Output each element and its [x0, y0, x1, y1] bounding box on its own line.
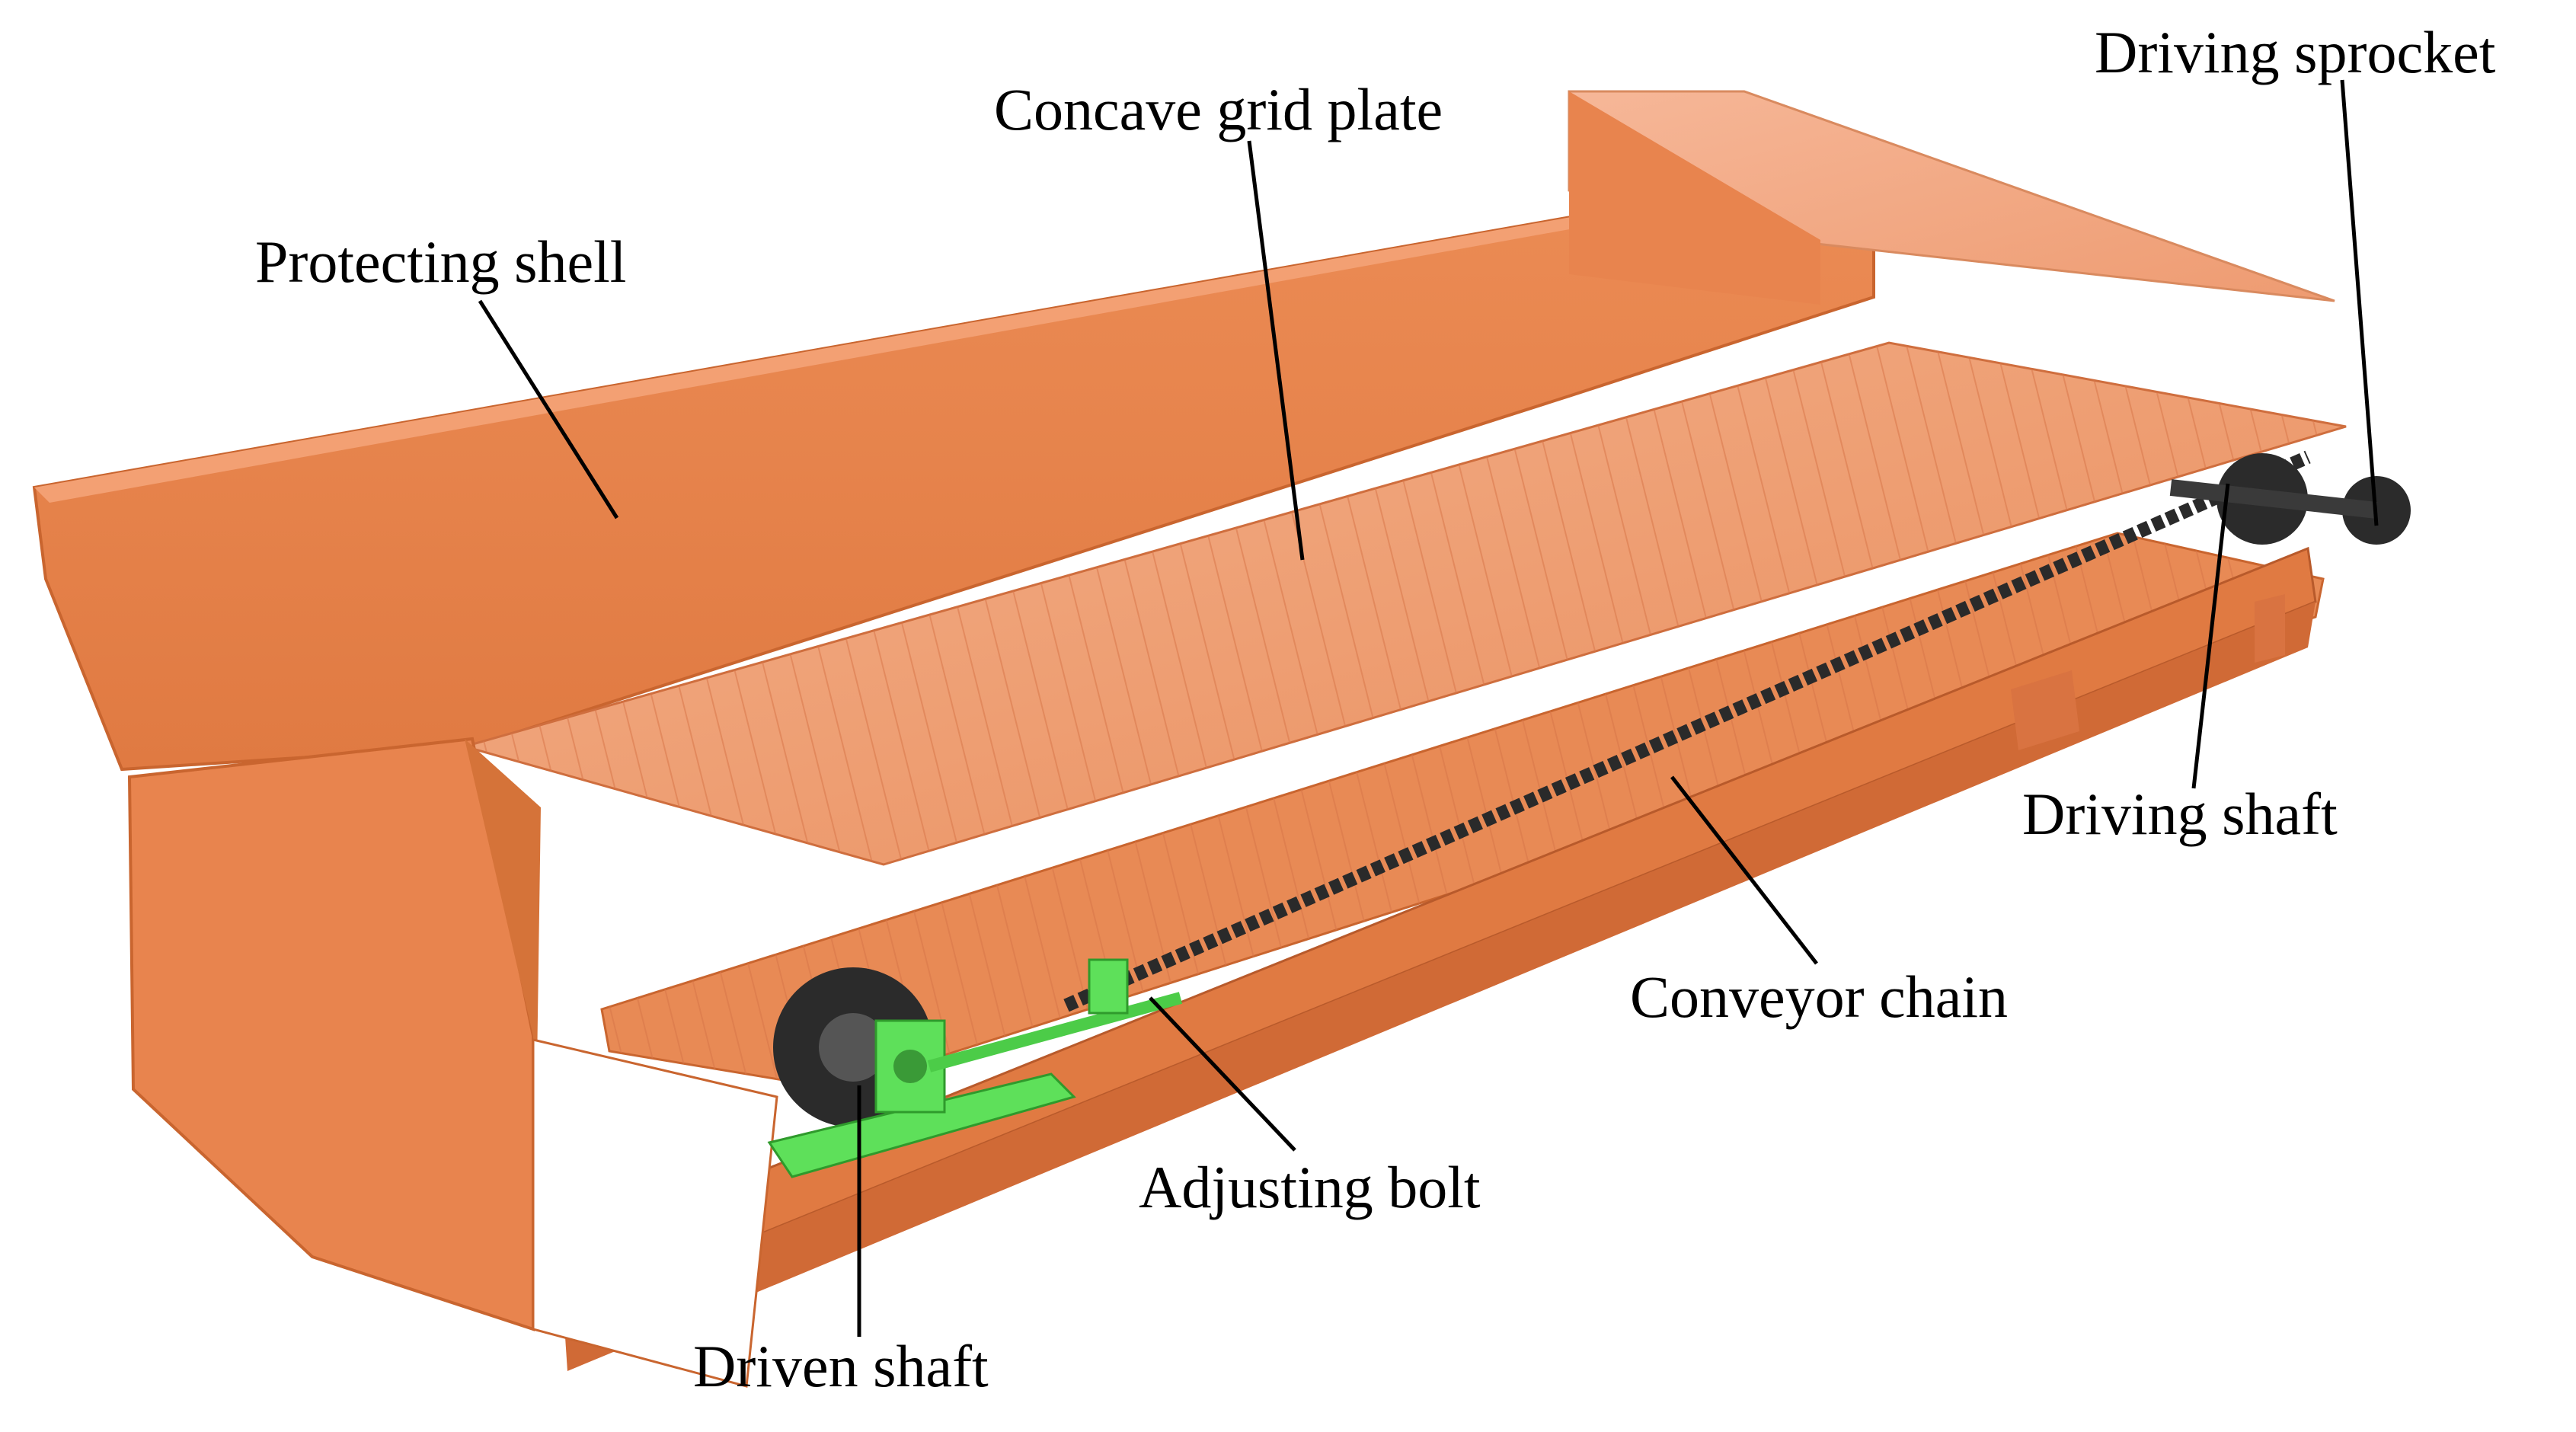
- label-concave-grid-plate: Concave grid plate: [994, 76, 1443, 142]
- leader-adjusting-bolt: [1149, 996, 1296, 1152]
- label-conveyor-chain: Conveyor chain: [1630, 964, 2009, 1030]
- end-housing: [127, 737, 778, 1388]
- lower-bed: [600, 532, 2325, 1091]
- leader-conveyor-chain: [1670, 775, 1818, 965]
- leader-protecting-shell: [478, 299, 619, 519]
- tensioner-assembly: [767, 958, 1183, 1178]
- conveyor-chain: [1063, 450, 2311, 1012]
- label-driven-shaft: Driven shaft: [693, 1333, 989, 1399]
- label-protecting-shell: Protecting shell: [255, 229, 627, 295]
- hinged-lid: [1568, 90, 2335, 305]
- label-driving-sprocket: Driving sprocket: [2095, 19, 2496, 85]
- leader-concave-grid-plate: [1247, 140, 1305, 561]
- leader-driving-shaft: [2191, 483, 2230, 789]
- concave-grid-plate: [460, 341, 2347, 866]
- label-driving-shaft: Driving shaft: [2022, 781, 2338, 847]
- leader-lines: [478, 79, 2379, 1337]
- leader-driving-sprocket: [2340, 79, 2379, 526]
- label-adjusting-bolt: Adjusting bolt: [1139, 1154, 1481, 1220]
